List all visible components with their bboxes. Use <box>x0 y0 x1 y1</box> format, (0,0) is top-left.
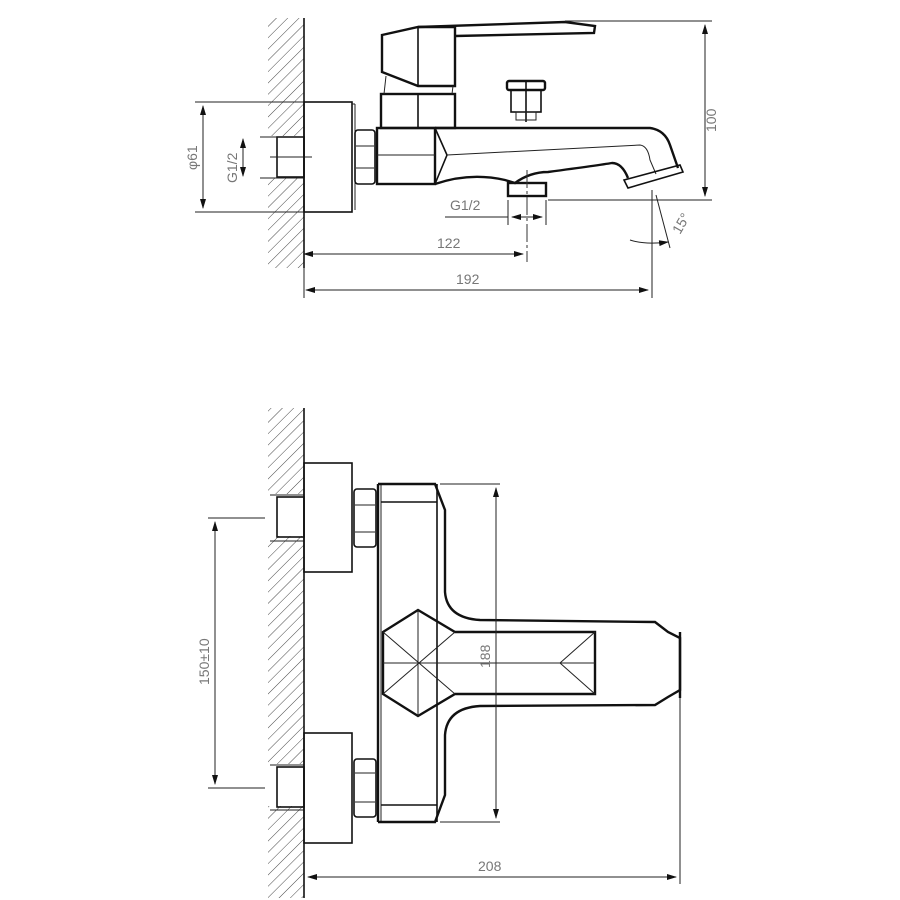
top-view: 150±10 188 208 <box>196 408 682 898</box>
label-angle: 15° <box>669 210 693 236</box>
side-view: φ61 G1/2 100 G1/2 122 <box>184 18 719 298</box>
wall-flange <box>303 101 353 213</box>
dimension-body-length: 188 <box>440 483 500 823</box>
dimension-208: 208 <box>307 698 681 884</box>
dimension-angle: 15° <box>629 194 693 249</box>
label-122: 122 <box>437 235 461 251</box>
label-height: 100 <box>703 108 719 132</box>
label-inlet-thread: G1/2 <box>224 152 240 183</box>
label-188: 188 <box>477 644 493 668</box>
label-diameter: φ61 <box>184 145 200 170</box>
dimension-inlet-spacing: 150±10 <box>196 517 265 789</box>
aerator <box>622 164 685 189</box>
dimension-diameter: φ61 <box>184 101 304 213</box>
dimension-192: 192 <box>303 190 653 298</box>
label-208: 208 <box>478 858 502 874</box>
wall-section-bottom <box>268 408 305 898</box>
dimension-height: 100 <box>548 20 719 201</box>
dimension-outlet-thread: G1/2 <box>445 197 547 225</box>
label-inlet-spacing: 150±10 <box>196 638 212 685</box>
lower-flange <box>303 732 353 844</box>
dimension-inlet-thread: G1/2 <box>224 138 246 183</box>
hex-nut <box>354 129 376 185</box>
mixer-body <box>375 20 685 262</box>
label-192: 192 <box>456 271 480 287</box>
upper-flange <box>303 462 353 573</box>
spout <box>435 126 680 169</box>
wall-section-top <box>268 18 305 268</box>
dimension-122: 122 <box>303 235 524 257</box>
label-outlet-thread: G1/2 <box>450 197 481 213</box>
mixer-body-top <box>376 482 682 824</box>
